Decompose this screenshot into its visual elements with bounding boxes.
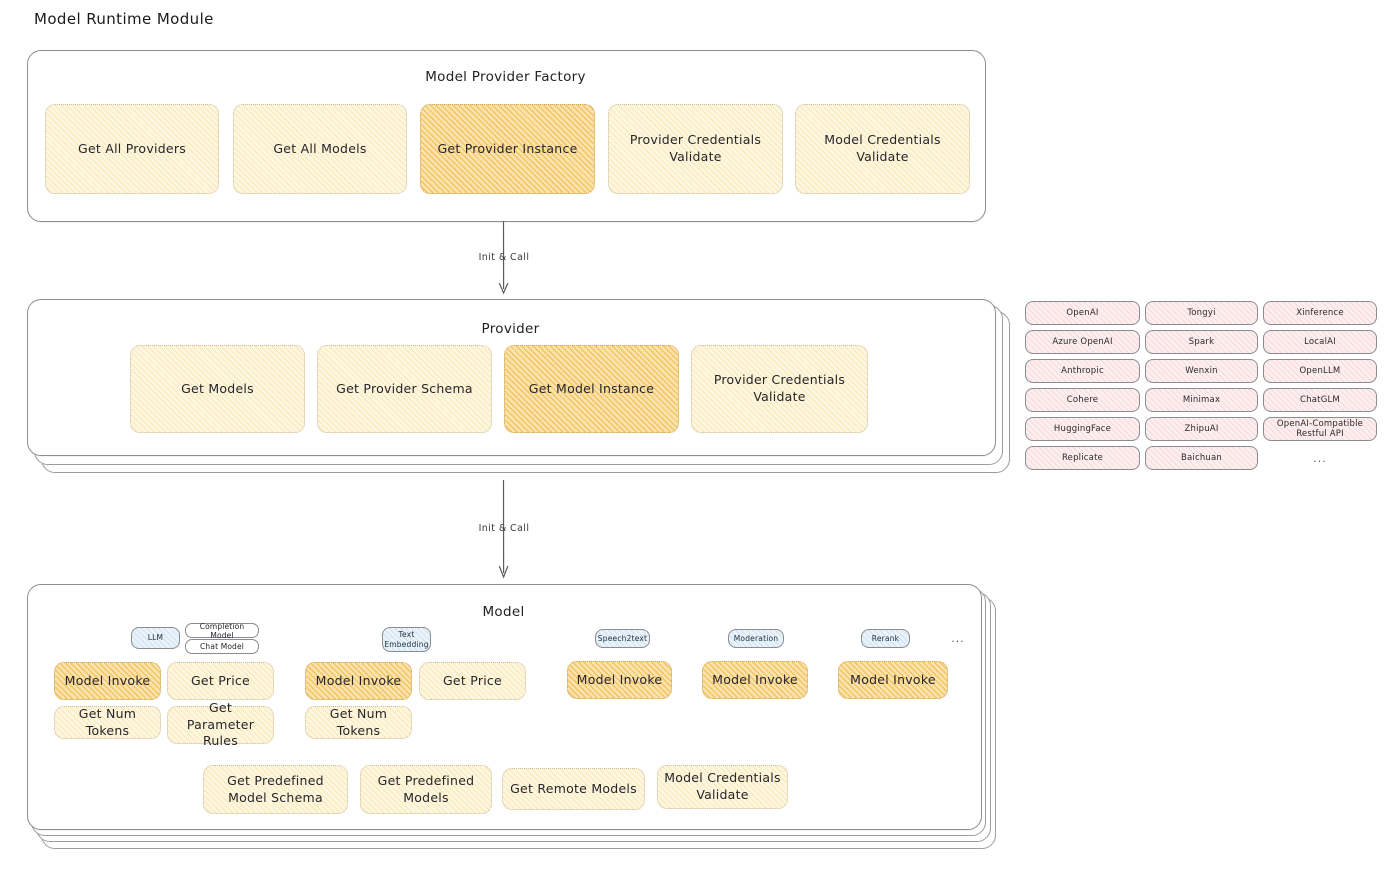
- arrow-label-init-call-1: Init & Call: [478, 252, 530, 263]
- model-type-chip-rerank[interactable]: Rerank: [861, 629, 910, 648]
- model-method-text-embedding-r1-1[interactable]: Model Invoke: [305, 662, 412, 700]
- provider-title: Provider: [481, 321, 540, 337]
- factory-item-4[interactable]: Provider Credentials Validate: [608, 104, 783, 194]
- arrow-factory-to-provider: [498, 220, 509, 295]
- model-common-method-1[interactable]: Get Predefined Model Schema: [203, 765, 348, 814]
- provider-item-1[interactable]: Get Models: [130, 345, 305, 433]
- model-method-rerank-r1-1[interactable]: Model Invoke: [838, 661, 948, 699]
- factory-item-2[interactable]: Get All Models: [233, 104, 407, 194]
- model-method-text-embedding-r2-1[interactable]: Get Num Tokens: [305, 706, 412, 739]
- provider-chip-minimax[interactable]: Minimax: [1145, 388, 1258, 412]
- provider-chip-baichuan[interactable]: Baichuan: [1145, 446, 1258, 470]
- provider-list-more-indicator: ...: [1313, 452, 1327, 465]
- page-title: Model Runtime Module: [34, 10, 214, 28]
- model-types-more-indicator: ...: [951, 632, 965, 645]
- model-method-llm-r1-2[interactable]: Get Price: [167, 662, 274, 700]
- provider-chip-openai-compatible-restful-api[interactable]: OpenAI-Compatible Restful API: [1263, 417, 1377, 441]
- model-subtype-chip-chat-model[interactable]: Chat Model: [185, 639, 259, 654]
- provider-chip-localai[interactable]: LocalAI: [1263, 330, 1377, 354]
- provider-chip-replicate[interactable]: Replicate: [1025, 446, 1140, 470]
- arrow-label-init-call-2: Init & Call: [478, 523, 530, 534]
- model-method-llm-r1-1[interactable]: Model Invoke: [54, 662, 161, 700]
- provider-item-2[interactable]: Get Provider Schema: [317, 345, 492, 433]
- model-method-llm-r2-1[interactable]: Get Num Tokens: [54, 706, 161, 739]
- provider-chip-tongyi[interactable]: Tongyi: [1145, 301, 1258, 325]
- model-common-method-4[interactable]: Model Credentials Validate: [657, 765, 788, 809]
- factory-item-5[interactable]: Model Credentials Validate: [795, 104, 970, 194]
- model-title: Model: [482, 604, 525, 620]
- provider-chip-azure-openai[interactable]: Azure OpenAI: [1025, 330, 1140, 354]
- provider-chip-chatglm[interactable]: ChatGLM: [1263, 388, 1377, 412]
- provider-item-3[interactable]: Get Model Instance: [504, 345, 679, 433]
- model-provider-factory-title: Model Provider Factory: [425, 69, 586, 85]
- model-type-chip-text-embedding[interactable]: Text Embedding: [382, 627, 431, 652]
- provider-chip-anthropic[interactable]: Anthropic: [1025, 359, 1140, 383]
- provider-chip-openllm[interactable]: OpenLLM: [1263, 359, 1377, 383]
- model-type-chip-speech2text[interactable]: Speech2text: [595, 629, 650, 648]
- arrow-provider-to-model: [498, 479, 509, 579]
- model-method-llm-r2-2[interactable]: Get Parameter Rules: [167, 700, 274, 748]
- model-method-speech2text-r1-1[interactable]: Model Invoke: [567, 661, 672, 699]
- provider-chip-zhipuai[interactable]: ZhipuAI: [1145, 417, 1258, 441]
- provider-item-4[interactable]: Provider Credentials Validate: [691, 345, 868, 433]
- model-type-chip-llm[interactable]: LLM: [131, 627, 180, 649]
- provider-chip-wenxin[interactable]: Wenxin: [1145, 359, 1258, 383]
- provider-chip-huggingface[interactable]: HuggingFace: [1025, 417, 1140, 441]
- model-common-method-2[interactable]: Get Predefined Models: [360, 765, 492, 814]
- provider-chip-xinference[interactable]: Xinference: [1263, 301, 1377, 325]
- provider-chip-openai[interactable]: OpenAI: [1025, 301, 1140, 325]
- model-subtype-chip-completion-model[interactable]: Completion Model: [185, 622, 259, 640]
- model-method-text-embedding-r1-2[interactable]: Get Price: [419, 662, 526, 700]
- model-method-moderation-r1-1[interactable]: Model Invoke: [702, 661, 808, 699]
- factory-item-3[interactable]: Get Provider Instance: [420, 104, 595, 194]
- model-common-method-3[interactable]: Get Remote Models: [502, 768, 645, 810]
- model-type-chip-moderation[interactable]: Moderation: [728, 629, 784, 648]
- factory-item-1[interactable]: Get All Providers: [45, 104, 219, 194]
- provider-chip-spark[interactable]: Spark: [1145, 330, 1258, 354]
- provider-chip-cohere[interactable]: Cohere: [1025, 388, 1140, 412]
